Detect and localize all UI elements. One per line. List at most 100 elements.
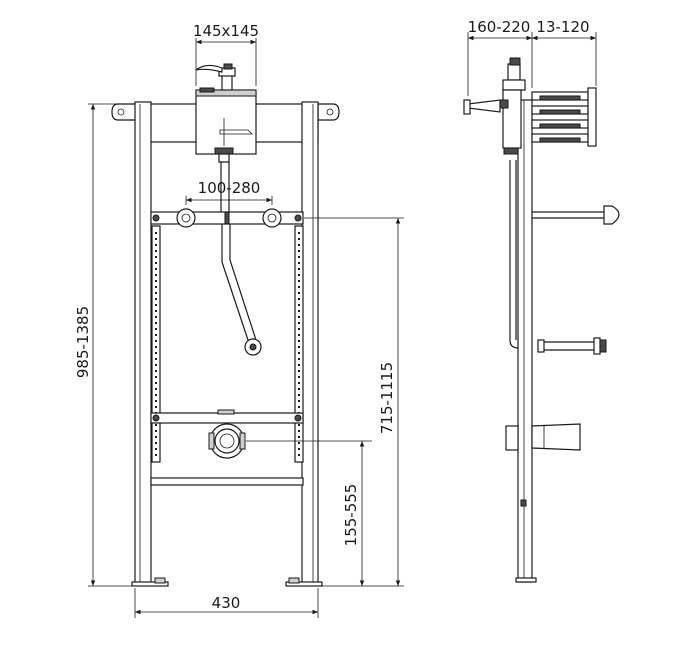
rail-perforation xyxy=(298,334,300,336)
rail-perforation xyxy=(155,406,157,408)
inner-rails xyxy=(151,225,304,463)
rail-perforation xyxy=(155,382,157,384)
rail-perforation xyxy=(298,244,300,246)
rail-perforation xyxy=(298,262,300,264)
front-view xyxy=(111,63,340,587)
rail-perforation xyxy=(298,394,300,396)
side-valve-assembly xyxy=(463,57,526,155)
rail-perforation xyxy=(298,358,300,360)
rail-perforation xyxy=(298,436,300,438)
drain-outlet xyxy=(208,423,246,459)
rail-perforation xyxy=(155,394,157,396)
rail-perforation xyxy=(298,430,300,432)
flush-pipe xyxy=(221,224,262,356)
side-drain-outlet xyxy=(505,423,581,451)
rail-perforation xyxy=(155,376,157,378)
rail-perforation xyxy=(155,388,157,390)
rail-perforation xyxy=(298,316,300,318)
dim-arm-spacing: 100-280 xyxy=(198,179,261,197)
dim-cover-depth: 13-120 xyxy=(536,18,589,36)
rail-perforation xyxy=(298,442,300,444)
rail-perforation xyxy=(155,244,157,246)
dim-drain-height: 155-555 xyxy=(342,484,360,547)
rail-perforation xyxy=(155,232,157,234)
side-cover-box xyxy=(531,87,597,147)
rail-perforation xyxy=(298,310,300,312)
rail-perforation xyxy=(155,424,157,426)
rail-perforation xyxy=(298,304,300,306)
rail-perforation xyxy=(298,328,300,330)
rail-perforation xyxy=(298,376,300,378)
rail-perforation xyxy=(155,280,157,282)
rail-perforation xyxy=(298,292,300,294)
rail-perforation xyxy=(155,448,157,450)
rail-perforation xyxy=(298,280,300,282)
rail-perforation xyxy=(155,322,157,324)
flush-valve-box xyxy=(195,87,257,163)
rail-perforation xyxy=(155,292,157,294)
rail-perforation xyxy=(155,430,157,432)
rail-perforation xyxy=(155,250,157,252)
right-post xyxy=(301,101,319,586)
rail-perforation xyxy=(298,250,300,252)
rail-perforation xyxy=(155,454,157,456)
adjustable-arms xyxy=(176,208,282,228)
left-post xyxy=(134,101,152,586)
rail-perforation xyxy=(155,238,157,240)
rail-perforation xyxy=(155,298,157,300)
rail-perforation xyxy=(298,364,300,366)
rail-perforation xyxy=(298,406,300,408)
rail-perforation xyxy=(155,268,157,270)
rail-perforation xyxy=(155,334,157,336)
rail-perforation xyxy=(298,232,300,234)
dim-total-height: 985-1385 xyxy=(74,306,92,378)
rail-perforation xyxy=(155,442,157,444)
rail-perforation xyxy=(298,268,300,270)
rail-perforation xyxy=(155,316,157,318)
rail-perforation xyxy=(155,364,157,366)
rail-perforation xyxy=(155,340,157,342)
rail-perforation xyxy=(298,370,300,372)
lower-cross-rails xyxy=(150,409,304,486)
rail-perforation xyxy=(298,256,300,258)
rail-perforation xyxy=(155,436,157,438)
side-middle-arm xyxy=(537,337,607,355)
rail-perforation xyxy=(298,454,300,456)
front-dimensions: 145x145 100-280 985-1385 715-1115 155-55… xyxy=(74,22,404,618)
rail-perforation xyxy=(155,370,157,372)
rail-perforation xyxy=(155,262,157,264)
feet xyxy=(131,577,323,587)
dim-module-size: 145x145 xyxy=(193,22,259,40)
rail-perforation xyxy=(155,346,157,348)
dim-frame-width: 430 xyxy=(212,594,241,612)
rail-perforation xyxy=(298,388,300,390)
rail-perforation xyxy=(155,304,157,306)
top-valve-tap xyxy=(195,63,236,91)
rail-perforation xyxy=(155,256,157,258)
dim-wall-depth: 160-220 xyxy=(468,18,531,36)
rail-perforation xyxy=(155,310,157,312)
rail-perforation xyxy=(298,352,300,354)
side-view xyxy=(463,57,620,583)
rail-perforation xyxy=(298,298,300,300)
side-upper-arm xyxy=(532,205,620,225)
rail-perforation xyxy=(155,286,157,288)
rail-perforation xyxy=(298,448,300,450)
dim-upper-rail-height: 715-1115 xyxy=(378,362,396,434)
rail-perforation xyxy=(298,286,300,288)
rail-perforation xyxy=(155,328,157,330)
rail-perforation xyxy=(155,400,157,402)
rail-perforation xyxy=(298,322,300,324)
rail-perforation xyxy=(298,382,300,384)
rail-perforation xyxy=(155,358,157,360)
rail-perforation xyxy=(298,400,300,402)
rail-perforation xyxy=(298,346,300,348)
rail-perforation xyxy=(298,424,300,426)
rail-perforation xyxy=(298,238,300,240)
rail-perforation xyxy=(298,274,300,276)
rail-perforation xyxy=(155,274,157,276)
rail-perforation xyxy=(298,340,300,342)
rail-perforation xyxy=(155,352,157,354)
